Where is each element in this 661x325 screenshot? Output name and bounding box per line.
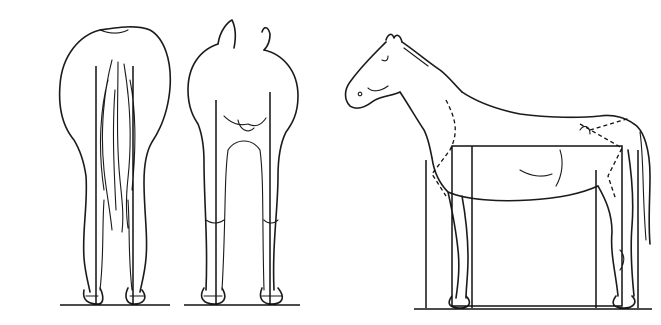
side-view-panel <box>346 34 653 309</box>
croup-line <box>590 118 630 130</box>
horse-rear-view-icon <box>60 27 171 304</box>
horse-side-view-icon <box>346 34 651 308</box>
rear-view-panel <box>60 27 171 305</box>
front-view-panel <box>184 20 300 305</box>
horse-front-view-icon <box>188 20 298 304</box>
hip-angle-line <box>580 124 622 200</box>
